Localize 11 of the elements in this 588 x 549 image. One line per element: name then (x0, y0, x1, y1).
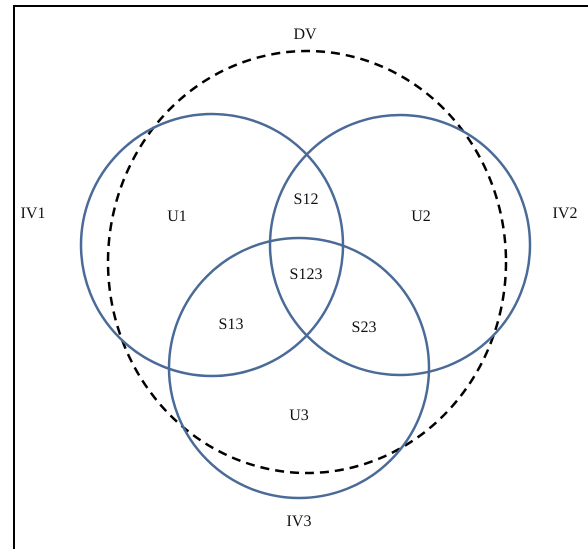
region-label: S123 (290, 266, 322, 284)
region-label: S13 (218, 316, 244, 334)
region-label: U1 (167, 208, 187, 226)
region-label: S23 (352, 319, 376, 337)
set-label: IV1 (20, 205, 46, 223)
set-label: DV (293, 26, 317, 44)
set-label: IV3 (286, 513, 312, 531)
region-label: U2 (411, 208, 431, 226)
region-label: S12 (294, 191, 318, 209)
set-label: IV2 (552, 205, 578, 223)
region-label: U3 (289, 407, 309, 425)
